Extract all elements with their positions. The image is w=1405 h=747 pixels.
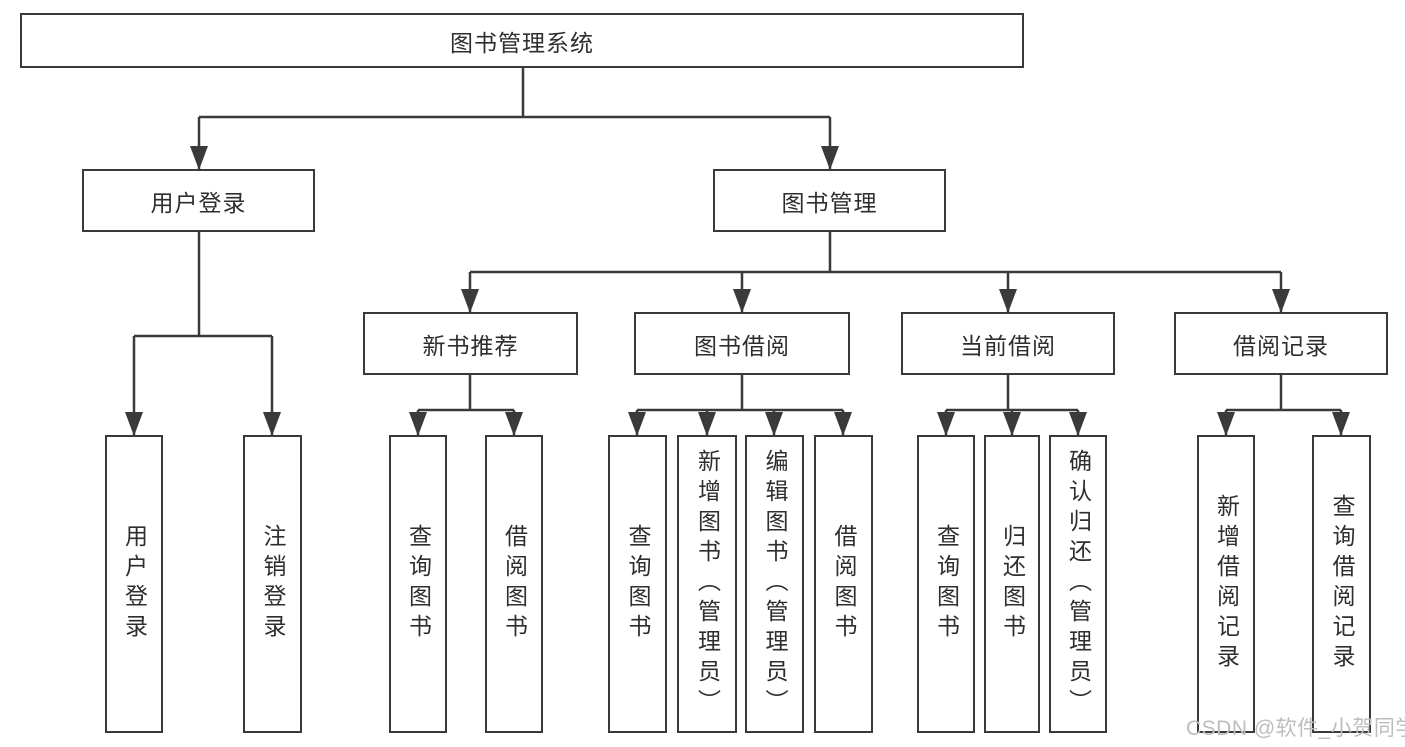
node-borrow-records: 借阅记录: [1174, 312, 1388, 375]
leaf-label: 新增图书（管理员）: [694, 449, 721, 719]
node-user-login: 用户登录: [82, 169, 315, 232]
leaf-label: 查询图书: [625, 524, 651, 644]
node-book-borrow: 图书借阅: [634, 312, 850, 375]
leaf-label: 注销登录: [260, 524, 286, 644]
leaf-label: 查询借阅记录: [1329, 494, 1355, 674]
leaf-label: 编辑图书（管理员）: [762, 449, 788, 719]
node-leaf-borrow-book-1: 借阅图书: [485, 435, 543, 733]
leaf-label: 归还图书: [999, 524, 1026, 644]
leaf-label: 借阅图书: [831, 524, 857, 644]
csdn-watermark: CSDN @软件_小贺同学: [1186, 717, 1405, 740]
leaf-label: 用户登录: [121, 524, 148, 644]
node-new-book-recommend: 新书推荐: [363, 312, 578, 375]
node-leaf-logout: 注销登录: [243, 435, 302, 733]
node-current-borrow: 当前借阅: [901, 312, 1115, 375]
node-leaf-user-login: 用户登录: [105, 435, 163, 733]
leaf-label: 新增借阅记录: [1213, 494, 1240, 674]
leaf-label: 查询图书: [405, 524, 432, 644]
node-leaf-add-borrow-record: 新增借阅记录: [1197, 435, 1255, 733]
node-leaf-query-book-3: 查询图书: [917, 435, 975, 733]
node-leaf-confirm-return-admin: 确认归还（管理员）: [1049, 435, 1107, 733]
node-leaf-add-book-admin: 新增图书（管理员）: [677, 435, 737, 733]
node-book-management: 图书管理: [713, 169, 946, 232]
node-leaf-query-book-2: 查询图书: [608, 435, 667, 733]
leaf-label: 查询图书: [933, 524, 960, 644]
node-leaf-query-book-1: 查询图书: [389, 435, 447, 733]
node-leaf-borrow-book-2: 借阅图书: [814, 435, 873, 733]
node-leaf-query-borrow-record: 查询借阅记录: [1312, 435, 1371, 733]
leaf-label: 确认归还（管理员）: [1065, 449, 1092, 719]
node-leaf-edit-book-admin: 编辑图书（管理员）: [745, 435, 804, 733]
node-leaf-return-book: 归还图书: [984, 435, 1040, 733]
leaf-label: 借阅图书: [501, 524, 528, 644]
node-root-system: 图书管理系统: [20, 13, 1024, 68]
